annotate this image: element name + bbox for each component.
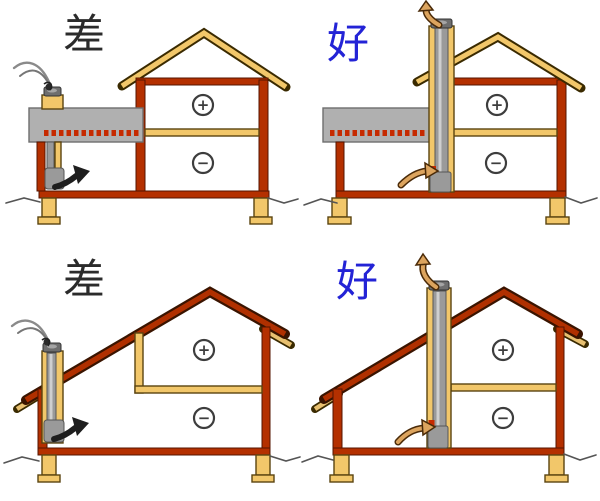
svg-text:+: +: [491, 96, 504, 114]
annex-flat-roof: [322, 107, 432, 143]
positive-pressure-symbol: +: [491, 338, 515, 362]
verdict-label: 好: [327, 19, 369, 68]
panel-bottom-right: 好: [301, 252, 597, 483]
roof: [21, 286, 290, 405]
foundation-posts: [329, 454, 569, 483]
flue-highlight: [436, 292, 440, 444]
positive-pressure-symbol: +: [485, 93, 509, 117]
backdraft-arrow-icon: [51, 417, 89, 442]
negative-pressure-symbol: −: [484, 151, 508, 175]
ground-line: [5, 197, 41, 204]
backdraft-arrow-icon: [52, 165, 90, 190]
attic-floor: [449, 77, 567, 86]
svg-text:+: +: [197, 96, 210, 114]
downdraft-smoke-icon: [10, 319, 51, 347]
stove-port: [428, 420, 435, 426]
panel-top-left: 差: [5, 10, 299, 225]
ground-line: [3, 456, 40, 464]
stove: [427, 425, 449, 449]
intake-air-arrow-icon: [397, 161, 440, 189]
mid-floor: [134, 385, 263, 394]
ground-floor: [38, 190, 270, 199]
ground-line: [301, 455, 334, 463]
flue-highlight: [49, 354, 53, 426]
stove: [429, 171, 452, 193]
ground-line: [269, 455, 301, 462]
intake-air-arrow-icon: [394, 418, 437, 446]
verdict-label: 好: [336, 257, 378, 306]
panel-top-right: 好: [303, 0, 598, 225]
annex-left-wall: [36, 141, 46, 192]
ground-floor: [332, 447, 565, 456]
flue-highlight: [438, 29, 442, 191]
positive-pressure-symbol: +: [192, 338, 216, 362]
ground-floor: [37, 447, 271, 456]
mid-floor: [452, 128, 558, 137]
partition-wall: [134, 332, 144, 394]
annex-flat-roof: [28, 107, 144, 143]
left-wall: [332, 388, 343, 456]
svg-text:−: −: [490, 154, 503, 172]
attic-floor: [135, 77, 269, 86]
right-wall: [556, 79, 567, 199]
svg-text:+: +: [497, 341, 510, 359]
positive-pressure-symbol: +: [191, 93, 215, 117]
panel-bottom-left: 差: [3, 255, 301, 483]
svg-text:+: +: [198, 341, 211, 359]
negative-pressure-symbol: −: [491, 406, 515, 430]
foundation-posts: [327, 197, 570, 225]
mid-floor: [144, 128, 260, 137]
chimney-stub: [41, 94, 64, 110]
foundation-posts: [37, 454, 275, 483]
roof: [117, 27, 291, 92]
right-wall: [555, 326, 565, 456]
annex-left-wall: [335, 141, 345, 192]
updraft-smoke-icon: [414, 252, 440, 291]
roof: [319, 286, 583, 404]
svg-text:−: −: [197, 154, 210, 172]
svg-text:−: −: [198, 409, 211, 427]
svg-text:−: −: [497, 409, 510, 427]
ground-line: [267, 197, 299, 204]
right-wall: [261, 326, 271, 456]
verdict-label: 差: [63, 255, 105, 304]
ground-line: [563, 453, 597, 461]
foundation-posts: [37, 197, 273, 225]
negative-pressure-symbol: −: [191, 151, 215, 175]
vent-dashes: [44, 130, 139, 136]
ground-line: [564, 196, 598, 204]
updraft-smoke-icon: [417, 0, 443, 29]
right-wall: [258, 79, 269, 199]
negative-pressure-symbol: −: [192, 406, 216, 430]
downdraft-smoke-icon: [12, 61, 53, 91]
vent-dashes: [330, 130, 425, 136]
ground-line: [303, 198, 338, 206]
mid-floor: [450, 383, 557, 392]
verdict-label: 差: [63, 10, 105, 59]
